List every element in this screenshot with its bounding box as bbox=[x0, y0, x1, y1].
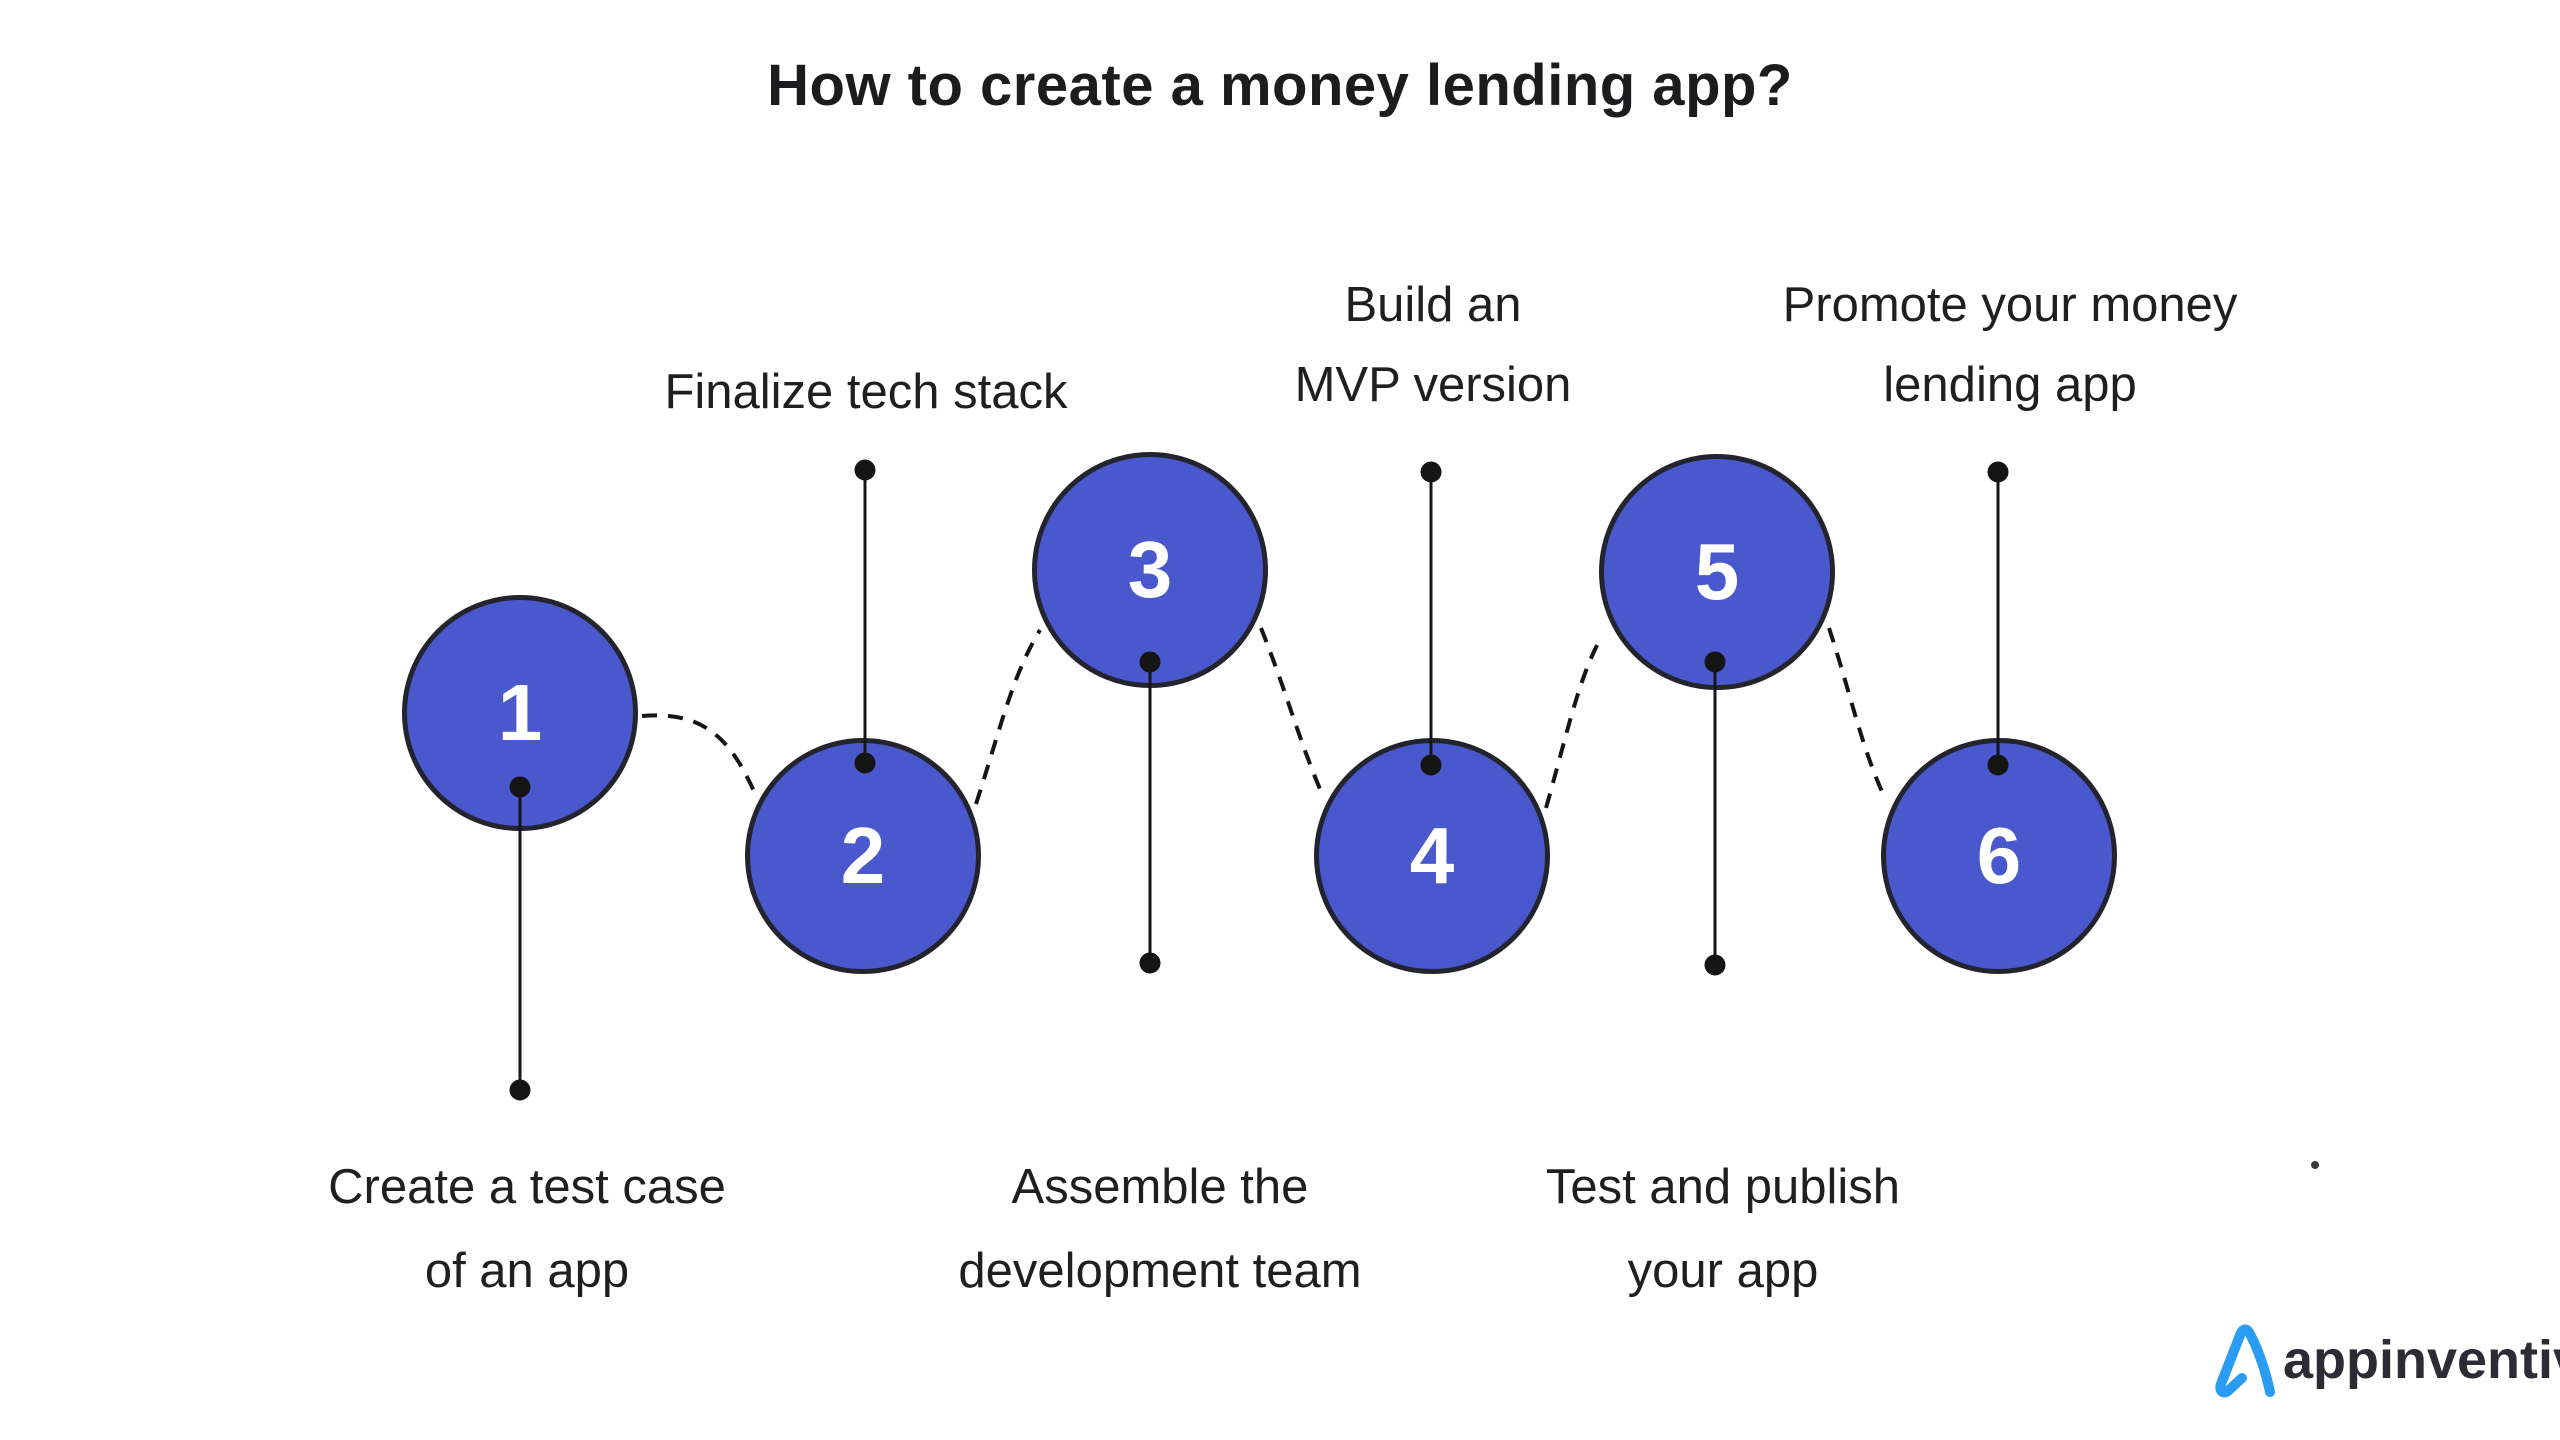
step-label-3: Assemble the development team bbox=[958, 1145, 1361, 1313]
step-label-3-line-2: development team bbox=[958, 1244, 1362, 1298]
step-number-3: 3 bbox=[1127, 525, 1173, 614]
step-label-4-line-1: Build an bbox=[1344, 278, 1522, 332]
step-number-2: 2 bbox=[840, 811, 886, 900]
step-circle-6: 6 bbox=[1881, 738, 2117, 974]
step-label-5: Test and publish your app bbox=[1546, 1145, 1900, 1313]
step-label-2: Finalize tech stack bbox=[664, 352, 1067, 432]
step-circle-3: 3 bbox=[1032, 452, 1268, 688]
brand-logo: appinventiv bbox=[2212, 1322, 2560, 1398]
step-number-5: 5 bbox=[1694, 527, 1740, 616]
step-label-3-line-1: Assemble the bbox=[1011, 1160, 1309, 1214]
stray-dot bbox=[2311, 1161, 2319, 1169]
step-label-5-line-1: Test and publish bbox=[1545, 1160, 1901, 1214]
step-label-6-line-1: Promote your money bbox=[1782, 278, 2238, 332]
step-label-4: Build an MVP version bbox=[1295, 265, 1572, 425]
step-label-6: Promote your money lending app bbox=[1783, 265, 2238, 425]
step-circle-5: 5 bbox=[1599, 454, 1835, 690]
step-number-1: 1 bbox=[497, 668, 543, 757]
step-label-6-line-2: lending app bbox=[1883, 358, 2137, 412]
page-title: How to create a money lending app? bbox=[767, 53, 1793, 118]
step-number-6: 6 bbox=[1976, 811, 2022, 900]
step-circle-4: 4 bbox=[1314, 738, 1550, 974]
appinventiv-logo-icon bbox=[2215, 1324, 2275, 1398]
step-label-1-line-2: of an app bbox=[424, 1244, 630, 1298]
step-label-1-line-1: Create a test case bbox=[328, 1160, 726, 1214]
step-circle-1: 1 bbox=[402, 595, 638, 831]
step-circle-2: 2 bbox=[745, 738, 981, 974]
step-label-4-line-2: MVP version bbox=[1294, 358, 1572, 412]
step-label-2-line-1: Finalize tech stack bbox=[664, 365, 1068, 419]
brand-logo-text: appinventiv bbox=[2283, 1330, 2560, 1390]
step-label-5-line-2: your app bbox=[1627, 1244, 1819, 1298]
step-label-1: Create a test case of an app bbox=[328, 1145, 726, 1313]
step-number-4: 4 bbox=[1409, 811, 1455, 900]
